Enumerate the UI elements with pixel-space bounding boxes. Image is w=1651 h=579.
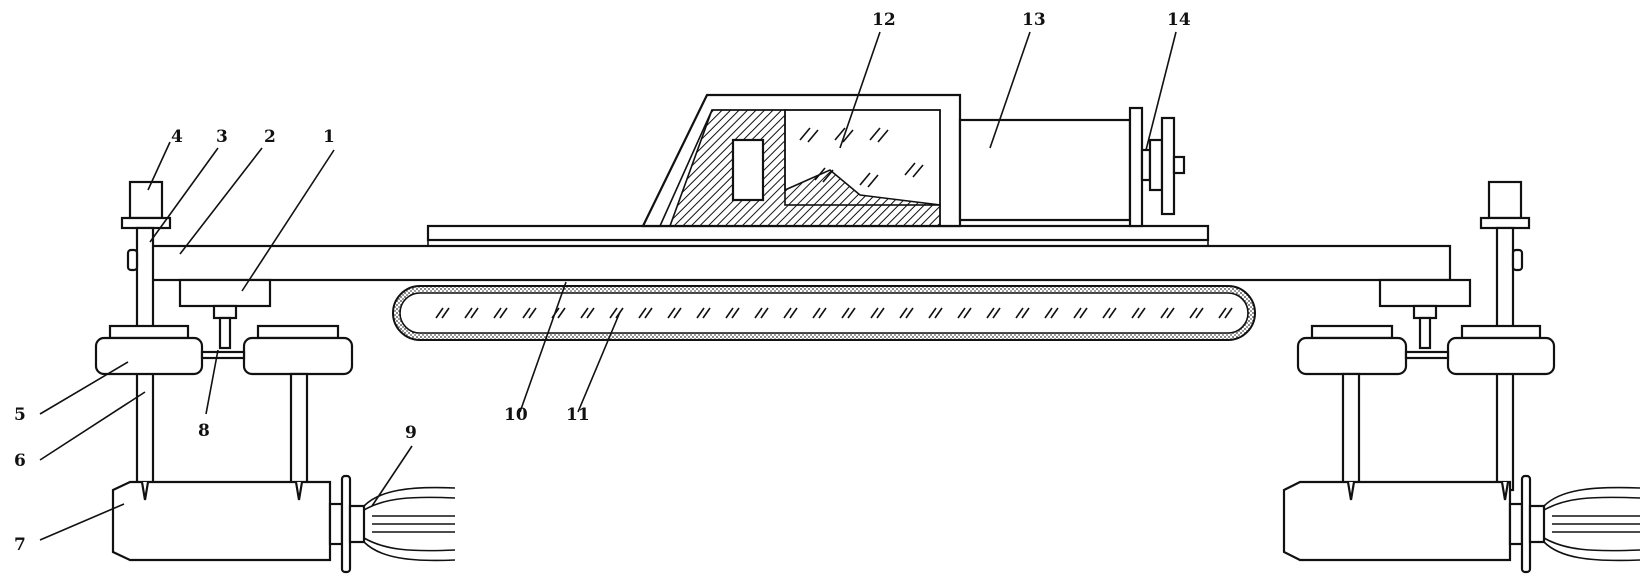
housing <box>641 93 962 228</box>
label-2: 2 <box>264 127 276 147</box>
left-connector-rod <box>218 316 232 350</box>
label-11: 11 <box>566 405 590 425</box>
label-1: 1 <box>323 127 335 147</box>
leader-5 <box>39 361 129 415</box>
leader-2 <box>179 147 263 255</box>
right-second-shaft <box>1341 372 1361 492</box>
left-assembly <box>94 180 456 574</box>
leader-1 <box>241 149 335 292</box>
leader-12 <box>839 31 881 149</box>
leader-lines <box>39 31 1177 541</box>
right-top-motor <box>1487 180 1523 220</box>
leader-9 <box>371 445 413 507</box>
conveyor-belt <box>392 285 1256 341</box>
right-shaft-tip-b <box>1500 481 1510 501</box>
left-bracket-neck <box>212 304 238 320</box>
housing-window <box>731 138 765 202</box>
left-gripper-mount <box>328 502 344 546</box>
leader-7 <box>39 503 125 541</box>
left-second-shaft <box>289 372 309 492</box>
right-gripper-mount <box>1508 502 1524 546</box>
label-10: 10 <box>504 405 528 425</box>
leader-11 <box>577 311 621 413</box>
drive-disk <box>1128 106 1186 228</box>
label-4: 4 <box>171 127 183 147</box>
main-beam <box>148 244 1452 282</box>
label-13: 13 <box>1022 10 1046 30</box>
label-14: 14 <box>1167 10 1191 30</box>
right-belt-link <box>1404 350 1450 360</box>
label-8: 8 <box>198 421 210 441</box>
glass-marks <box>799 127 924 188</box>
left-shaft-tip-b <box>294 481 304 501</box>
glass-panel <box>784 109 941 206</box>
top-plate <box>426 224 1210 242</box>
left-lower-housing <box>111 480 332 562</box>
right-pulley-inner <box>1446 324 1556 376</box>
right-pulley-outer <box>1296 324 1408 376</box>
leader-4 <box>147 141 171 191</box>
belt-marks <box>435 307 1233 319</box>
right-lower-housing <box>1282 480 1512 562</box>
right-motor-flange <box>1479 216 1531 230</box>
right-bracket <box>1378 278 1472 308</box>
reference-numerals: 1 2 3 4 5 6 7 8 9 10 11 12 13 14 <box>14 10 1191 555</box>
left-gripper-fingers <box>363 486 456 562</box>
leader-13 <box>989 31 1031 149</box>
label-7: 7 <box>14 535 26 555</box>
left-pulley-outer <box>94 324 204 376</box>
motor <box>958 118 1132 222</box>
right-gripper-fingers <box>1543 486 1641 562</box>
left-shaft-tip-a <box>140 481 150 501</box>
label-3: 3 <box>216 127 228 147</box>
right-connector-rod <box>1418 316 1432 350</box>
right-gripper-hub <box>1528 504 1546 544</box>
left-belt-link <box>200 350 246 360</box>
left-top-motor <box>128 180 164 220</box>
left-bracket <box>178 278 272 308</box>
leader-14 <box>1145 31 1177 151</box>
label-5: 5 <box>14 405 26 425</box>
left-pulley-inner <box>242 324 354 376</box>
left-gripper-hub <box>348 504 366 544</box>
top-plate-lip <box>427 239 1209 247</box>
right-shaft-bracket <box>1511 248 1524 272</box>
label-6: 6 <box>14 451 26 471</box>
right-shaft-tip-a <box>1346 481 1356 501</box>
leader-10 <box>519 281 567 413</box>
right-assembly <box>1282 180 1641 574</box>
leader-3 <box>149 147 219 243</box>
right-bracket-neck <box>1412 304 1438 320</box>
label-12: 12 <box>872 10 896 30</box>
left-shaft-bracket <box>126 248 139 272</box>
right-gripper-flange <box>1520 474 1532 574</box>
leader-6 <box>39 391 146 461</box>
left-gripper-flange <box>340 474 352 574</box>
leader-8 <box>205 349 219 415</box>
label-9: 9 <box>405 423 417 443</box>
